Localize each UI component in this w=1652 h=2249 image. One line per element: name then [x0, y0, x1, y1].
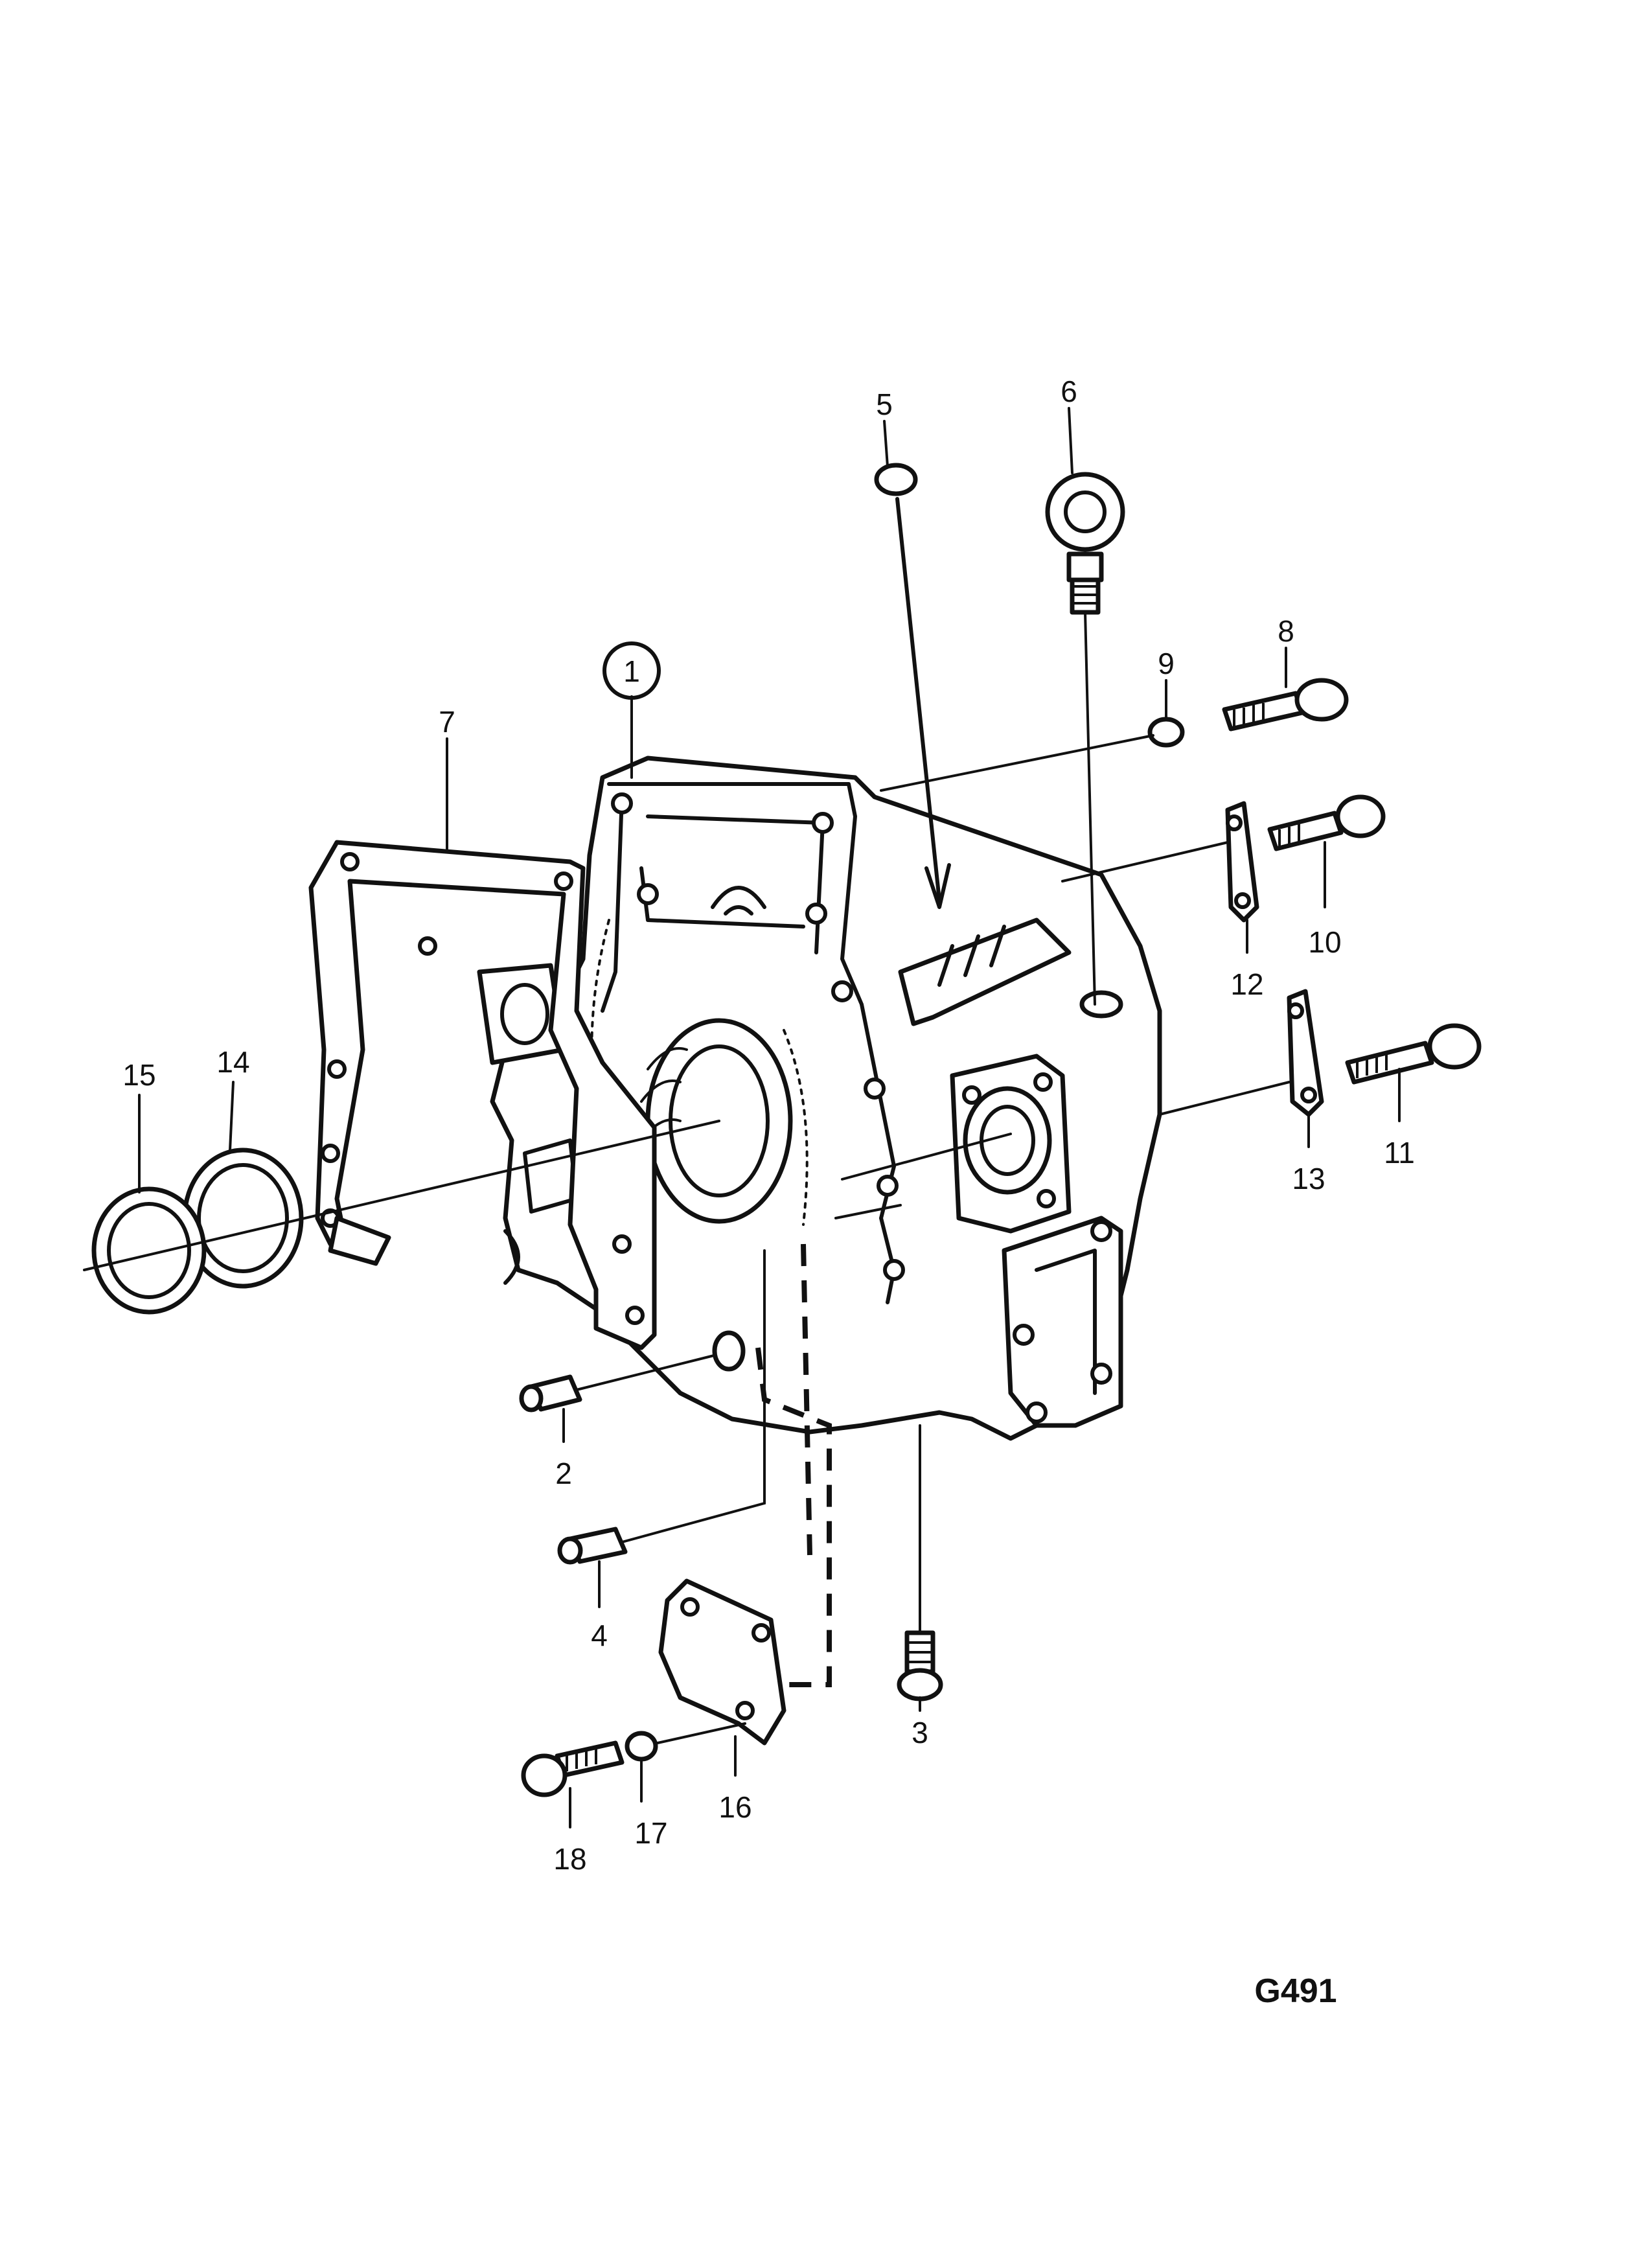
callout-18: 18 [553, 1842, 586, 1876]
callout-14: 14 [216, 1045, 249, 1079]
callout-11: 11 [1384, 1136, 1415, 1170]
callout-1: 1 [623, 654, 640, 688]
callout-4: 4 [591, 1619, 608, 1652]
callout-3: 3 [912, 1716, 928, 1749]
callout-13: 13 [1292, 1162, 1325, 1195]
bolt-10 [1267, 794, 1386, 851]
callout-8: 8 [1278, 614, 1294, 648]
callout-9: 9 [1158, 647, 1175, 680]
plug-bolt-3 [897, 1424, 943, 1701]
dipstick-6 [1045, 472, 1125, 1006]
seal-ring-15 [91, 1186, 207, 1315]
plate-12 [1225, 801, 1259, 923]
callout-17: 17 [634, 1816, 667, 1850]
callout-labels: 1 2 3 4 5 6 7 8 9 10 11 12 13 14 15 16 1… [122, 375, 1414, 1876]
drawing-code: G491 [1254, 1972, 1337, 2010]
pin-4 [557, 1249, 766, 1565]
cover-gasket [308, 840, 657, 1350]
washer-17 [625, 1731, 658, 1762]
pin-2 [519, 1330, 746, 1413]
plate-13 [1287, 989, 1324, 1117]
cover-plate-16 [627, 1204, 902, 1751]
seal-ring-14 [182, 1148, 304, 1289]
bolt-8 [1222, 678, 1349, 732]
bolt-11 [1345, 1023, 1482, 1085]
callout-2: 2 [555, 1457, 572, 1490]
washer-9 [1147, 717, 1185, 748]
callout-10: 10 [1308, 925, 1341, 959]
callout-leaders [138, 407, 1401, 1828]
callout-15: 15 [122, 1058, 155, 1092]
timing-gear-housing [477, 755, 1162, 1441]
plug-5 [874, 463, 951, 909]
callout-5: 5 [876, 387, 893, 421]
callout-12: 12 [1230, 967, 1263, 1001]
callout-6: 6 [1061, 375, 1077, 408]
callout-16: 16 [718, 1790, 751, 1824]
callout-1-circle [602, 641, 661, 700]
callout-7: 7 [439, 705, 455, 739]
bolt-18 [521, 1740, 625, 1797]
